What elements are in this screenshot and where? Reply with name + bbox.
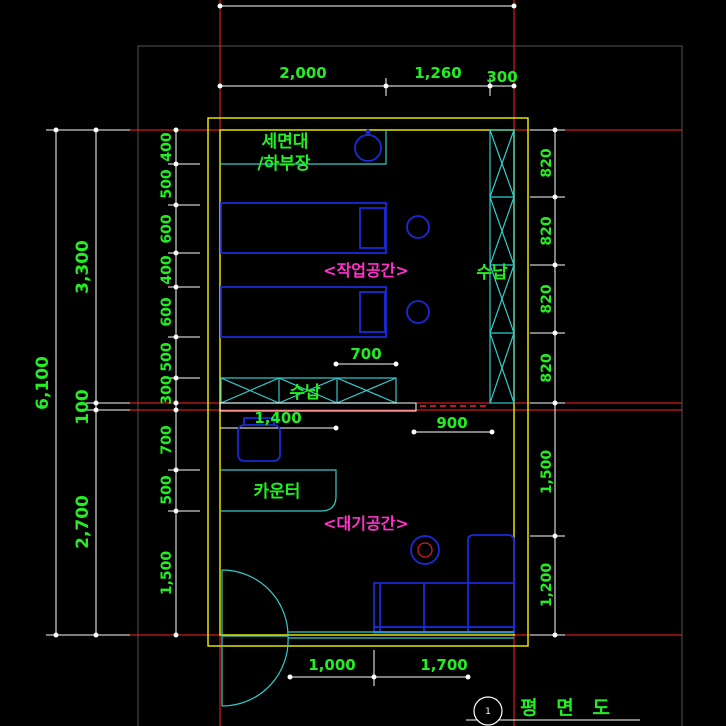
dim-r-6: 1,200: [539, 563, 555, 608]
label-waiting-space: <대기공간>: [323, 514, 409, 533]
dims-right: 820 820 820 820 1,500 1,200: [539, 148, 555, 607]
dims-left-inner: 400 500 600 400 600 500 300 700 500 1,50…: [159, 132, 175, 595]
storage-cabinet-middle: [220, 377, 397, 404]
title-block: 1 평 면 도: [466, 696, 640, 726]
work-bed-1: [220, 202, 430, 254]
dims-inner: 700 1,400 900: [254, 345, 467, 432]
dim-r-1: 820: [539, 148, 555, 177]
dim-left-100: 100: [73, 389, 93, 425]
dims-top: 2,000 1,260 300: [279, 64, 517, 86]
dim-li-8: 700: [159, 425, 175, 454]
room-labels: 세면대 /하부장 <작업공간> 수납 수납 카운터 <대기공간>: [254, 132, 508, 533]
label-storage-right: 수납: [476, 263, 508, 283]
entrance-door: [221, 569, 514, 707]
dim-li-1: 400: [159, 132, 175, 161]
label-work-space: <작업공간>: [323, 261, 409, 280]
section-number: 1: [485, 707, 491, 717]
dimension-dots: [53, 3, 558, 680]
dim-inner-900: 900: [436, 414, 467, 432]
dim-r-2: 820: [539, 216, 555, 245]
dims-bottom: 1,000 1,700: [308, 656, 467, 674]
dim-inner-700: 700: [350, 345, 381, 363]
dim-left-3300: 3,300: [73, 240, 93, 294]
wash-basin: [220, 129, 387, 165]
dim-li-9: 500: [159, 475, 175, 504]
dim-li-2: 500: [159, 169, 175, 198]
dim-bottom-2: 1,700: [420, 656, 467, 674]
dim-r-3: 820: [539, 284, 555, 313]
dim-left-total: 6,100: [33, 356, 53, 410]
dim-top-1: 2,000: [279, 64, 326, 82]
dim-bottom-1: 1,000: [308, 656, 355, 674]
dim-li-6: 500: [159, 342, 175, 371]
dim-li-5: 600: [159, 297, 175, 326]
label-storage-middle: 수납: [289, 383, 321, 403]
dim-top-2: 1,260: [414, 64, 461, 82]
walls: [207, 117, 529, 647]
drawing-title: 평 면 도: [520, 697, 616, 719]
dim-li-7: 300: [159, 375, 175, 404]
sheet-border: [137, 45, 683, 726]
dim-li-4: 400: [159, 255, 175, 284]
dim-r-5: 1,500: [539, 450, 555, 495]
partition-wall: [219, 402, 490, 412]
counter: [221, 417, 337, 512]
storage-cabinet-right: [489, 129, 515, 404]
dim-inner-1400: 1,400: [254, 409, 301, 427]
dim-top-3: 300: [486, 68, 517, 86]
dimension-lines: [46, 5, 565, 686]
dim-li-10: 1,500: [159, 551, 175, 596]
dim-left-2700: 2,700: [73, 495, 93, 549]
label-wash-cabinet: /하부장: [257, 154, 310, 174]
label-counter: 카운터: [254, 482, 301, 502]
work-bed-2: [220, 286, 430, 338]
grid-lines: [130, 0, 682, 726]
dim-li-3: 600: [159, 214, 175, 243]
stool: [410, 535, 440, 565]
dim-r-4: 820: [539, 353, 555, 382]
dims-left-outer: 6,100 3,300 100 2,700: [33, 240, 93, 549]
sofa: [373, 534, 515, 634]
label-wash: 세면대: [262, 132, 309, 152]
